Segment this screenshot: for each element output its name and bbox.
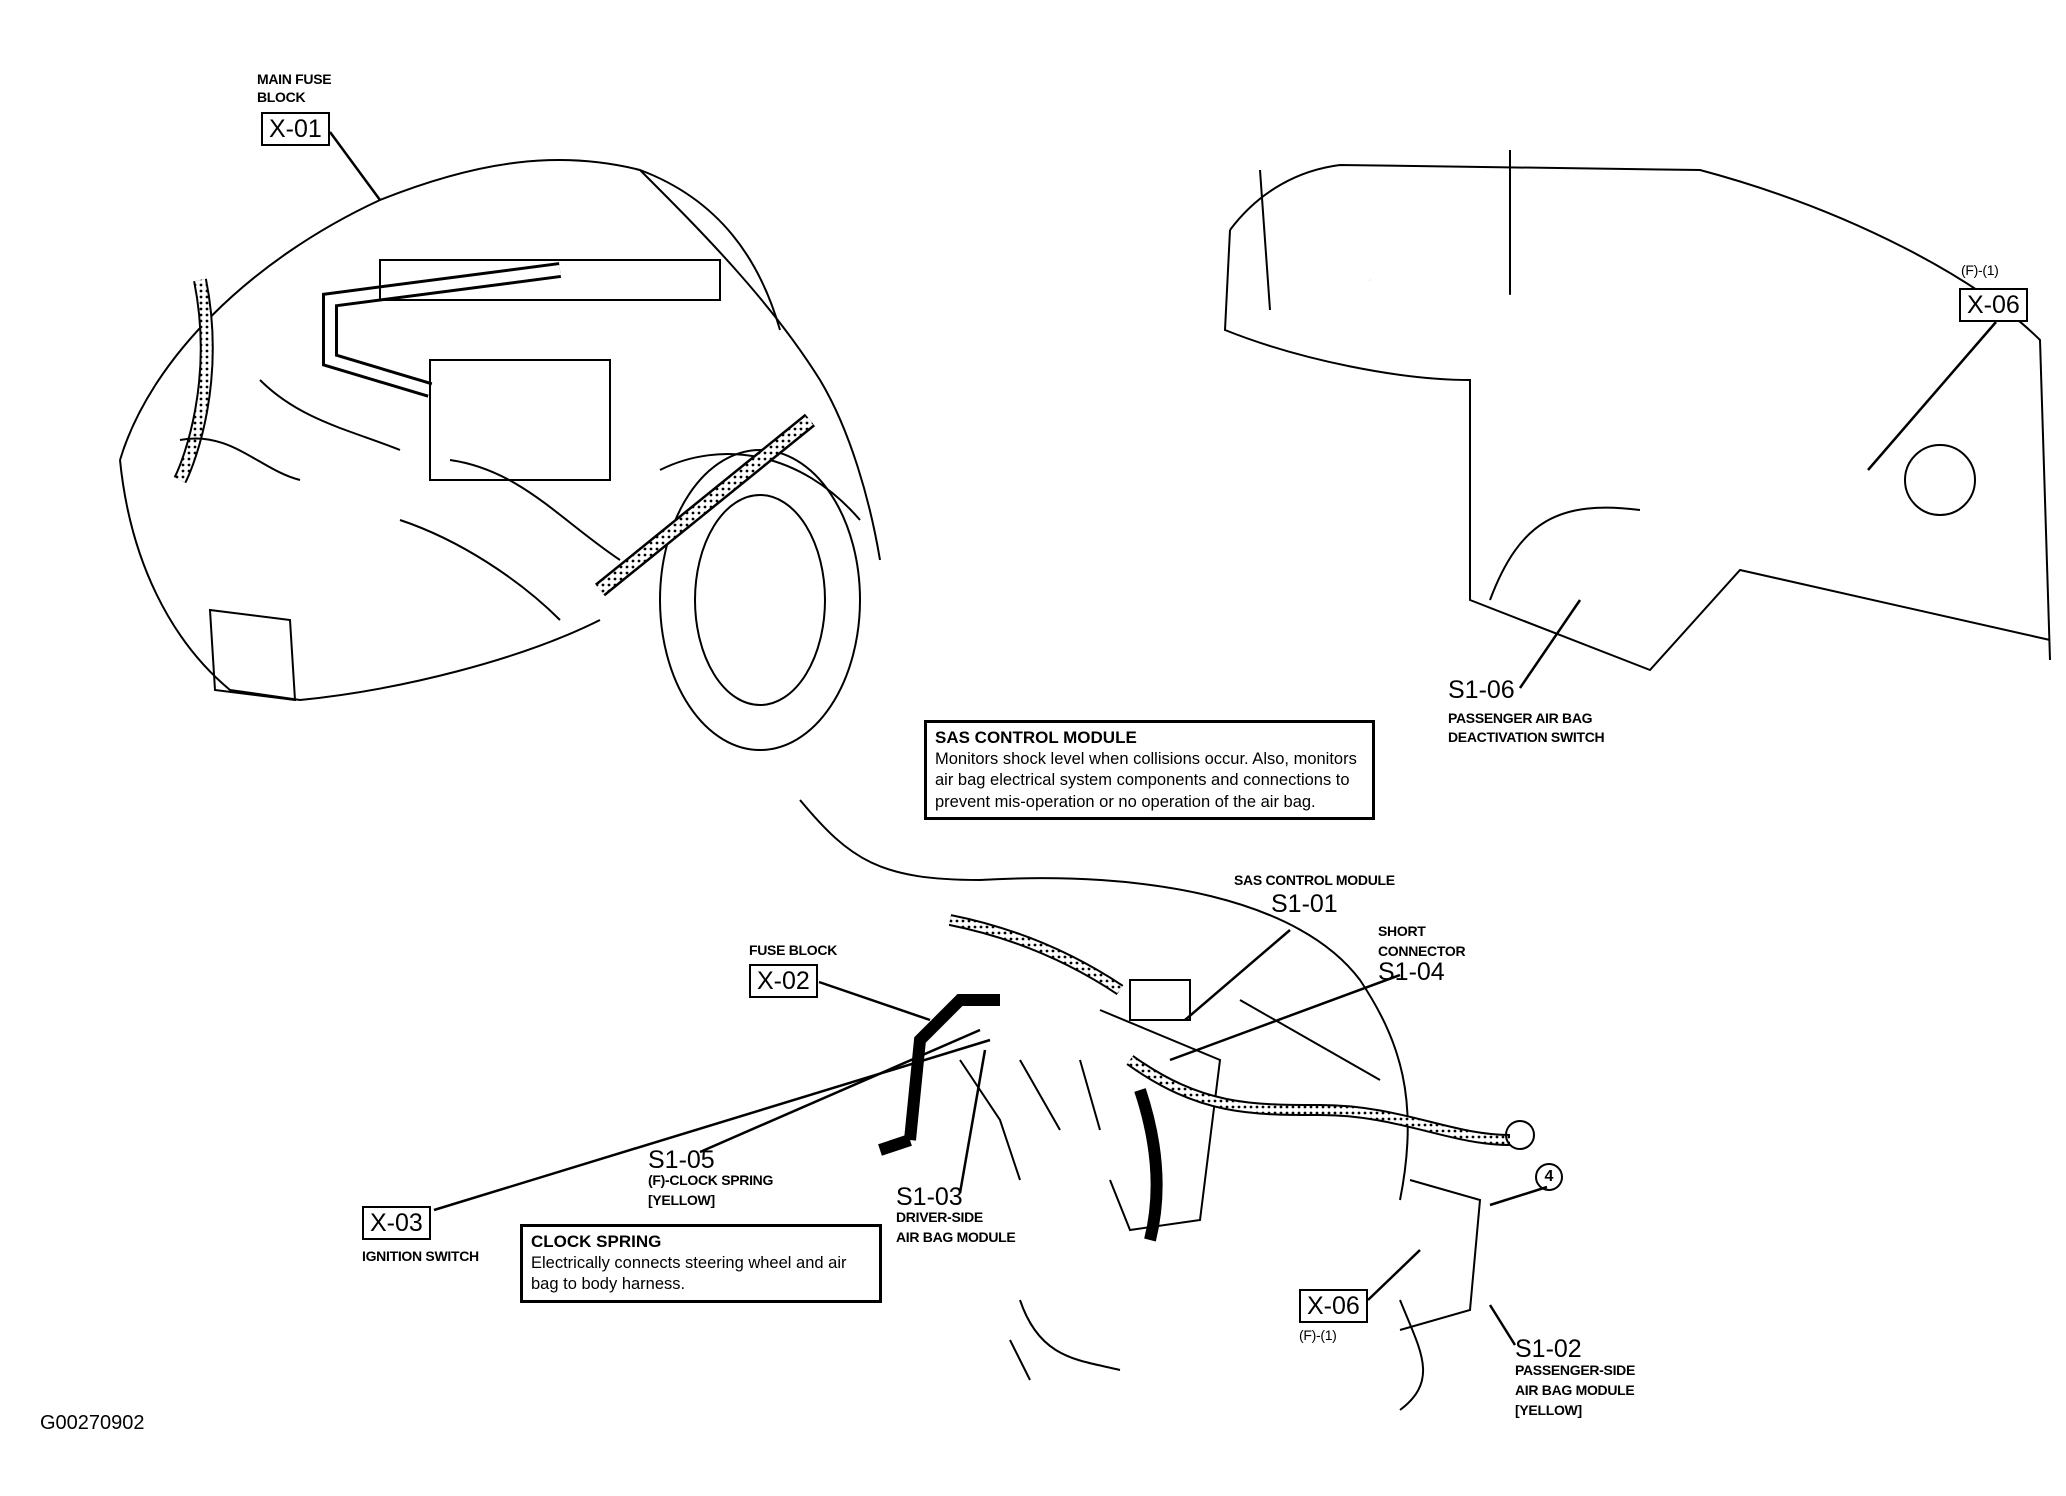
x03-code: X-03 xyxy=(362,1206,431,1240)
s105-code: S1-05 xyxy=(648,1146,715,1174)
s106-line1: PASSENGER AIR BAG xyxy=(1448,710,1593,726)
x01-code: X-01 xyxy=(261,112,330,146)
x06-bottom-code: X-06 xyxy=(1299,1289,1368,1323)
main-fuse-block-text: MAIN FUSE BLOCK xyxy=(257,71,332,105)
ignition-switch-label: IGNITION SWITCH xyxy=(362,1248,479,1264)
s105-line1: (F)-CLOCK SPRING xyxy=(648,1172,774,1188)
figure-id: G00270902 xyxy=(40,1412,145,1434)
x06-bottom-sub: (F)-(1) xyxy=(1299,1327,1337,1343)
s104-code: S1-04 xyxy=(1378,958,1445,986)
sas-note-body: Monitors shock level when collisions occ… xyxy=(935,749,1357,811)
s104-line1: SHORT xyxy=(1378,923,1426,939)
s102-line1: PASSENGER-SIDE xyxy=(1515,1362,1636,1378)
x06-top-code: X-06 xyxy=(1959,288,2028,322)
s104-line2: CONNECTOR xyxy=(1378,943,1466,959)
s103-line2: AIR BAG MODULE xyxy=(896,1229,1016,1245)
sas-note-title: SAS CONTROL MODULE xyxy=(935,728,1137,747)
interior-outline xyxy=(799,799,1535,1411)
x06-top-sub: (F)-(1) xyxy=(1961,262,1999,278)
clock-note-title: CLOCK SPRING xyxy=(531,1232,662,1251)
clock-spring-note-box: CLOCK SPRING Electrically connects steer… xyxy=(520,1224,882,1303)
car-front-outline xyxy=(119,159,881,751)
s102-code: S1-02 xyxy=(1515,1335,1582,1363)
sas-note-box: SAS CONTROL MODULE Monitors shock level … xyxy=(924,720,1375,820)
s106-code: S1-06 xyxy=(1448,676,1515,704)
s103-line1: DRIVER-SIDE xyxy=(896,1209,983,1225)
dashboard-outline xyxy=(1223,150,2051,672)
leader-lines xyxy=(328,131,1997,1346)
engine-harness xyxy=(173,259,816,621)
s106-line2: DEACTIVATION SWITCH xyxy=(1448,729,1605,745)
fuse-block-title: FUSE BLOCK xyxy=(749,942,838,958)
s101-code: S1-01 xyxy=(1271,890,1338,918)
s102-line2: AIR BAG MODULE xyxy=(1515,1382,1635,1398)
s103-code: S1-03 xyxy=(896,1183,963,1211)
ground-point-4: 4 xyxy=(1535,1163,1563,1191)
s102-line3: [YELLOW] xyxy=(1515,1402,1582,1418)
s101-title: SAS CONTROL MODULE xyxy=(1234,872,1395,888)
clock-note-body: Electrically connects steering wheel and… xyxy=(531,1253,847,1294)
main-fuse-block-label: MAIN FUSE BLOCK xyxy=(257,70,347,107)
x02-code: X-02 xyxy=(749,964,818,998)
s105-line2: [YELLOW] xyxy=(648,1192,715,1208)
